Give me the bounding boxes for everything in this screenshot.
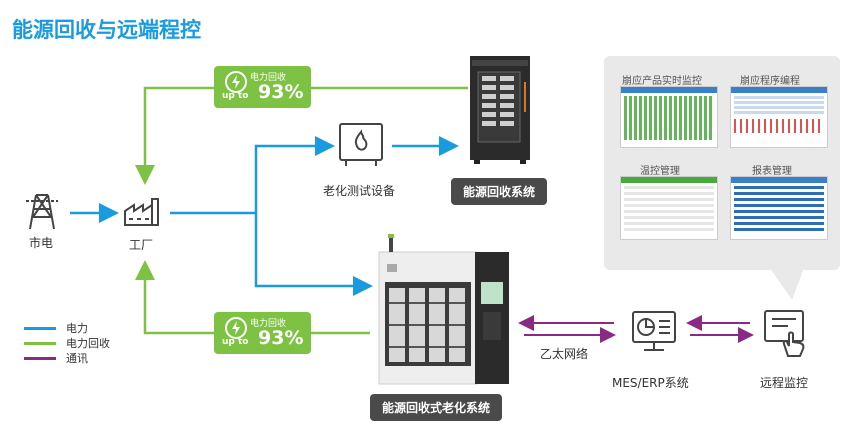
screen-title-program: 崩应程序编程 xyxy=(740,76,800,87)
mes-erp-label: MES/ERP系统 xyxy=(612,376,689,390)
line-to-recovery-aging xyxy=(254,213,373,296)
screen-temp-thumb xyxy=(620,176,718,240)
legend-label-comm: 通讯 xyxy=(66,352,88,365)
screen-title-report: 报表管理 xyxy=(752,166,792,177)
legend-label-recovery: 电力回收 xyxy=(66,337,110,350)
legend-label-power: 电力 xyxy=(66,322,88,335)
badge-top-label: 电力回收 xyxy=(250,73,287,83)
screen-title-monitor: 崩应产品实时监控 xyxy=(622,76,702,87)
panel-speech-tail xyxy=(770,268,804,300)
aging-equipment-label: 老化测试设备 xyxy=(323,184,396,198)
recovery-system-label: 能源回收系统 xyxy=(451,178,548,205)
screen-report-thumb xyxy=(730,176,828,240)
recovery-aging-cabinet-image xyxy=(378,234,509,385)
badge-bottom-value: 93% xyxy=(258,327,304,349)
monitor-chart-icon xyxy=(632,311,676,351)
recovery-badge-top: 电力回收 up to 93% xyxy=(214,66,311,108)
grid-label: 市电 xyxy=(29,236,54,250)
power-tower-icon xyxy=(26,194,58,230)
factory-icon xyxy=(124,198,159,226)
badge-bottom-label: 电力回收 xyxy=(250,319,287,329)
screen-program-thumb xyxy=(730,86,828,148)
badge-top-upto: up to xyxy=(222,91,249,101)
legend-swatch-recovery xyxy=(24,342,56,345)
ethernet-label: 乙太网络 xyxy=(540,347,589,361)
oven-flame-icon xyxy=(339,123,383,166)
badge-top-value: 93% xyxy=(258,81,304,103)
touch-screen-icon xyxy=(764,310,805,357)
screen-monitor-thumb xyxy=(620,86,718,148)
legend-swatch-power xyxy=(24,327,56,330)
line-to-aging xyxy=(254,136,335,213)
power-recycle-icon xyxy=(225,317,247,339)
recovery-aging-system-label: 能源回收式老化系统 xyxy=(370,394,503,421)
remote-label: 远程监控 xyxy=(760,376,809,390)
badge-bottom-upto: up to xyxy=(222,337,249,347)
line-recovery-top xyxy=(135,86,468,185)
factory-label: 工厂 xyxy=(129,238,154,252)
page-title: 能源回收与远端程控 xyxy=(12,18,201,42)
recovery-badge-bottom: 电力回收 up to 93% xyxy=(214,312,311,354)
legend-swatch-comm xyxy=(24,357,56,360)
screen-title-temp: 温控管理 xyxy=(640,166,680,177)
recovery-cabinet-image xyxy=(470,56,530,164)
power-recycle-icon xyxy=(225,71,247,93)
